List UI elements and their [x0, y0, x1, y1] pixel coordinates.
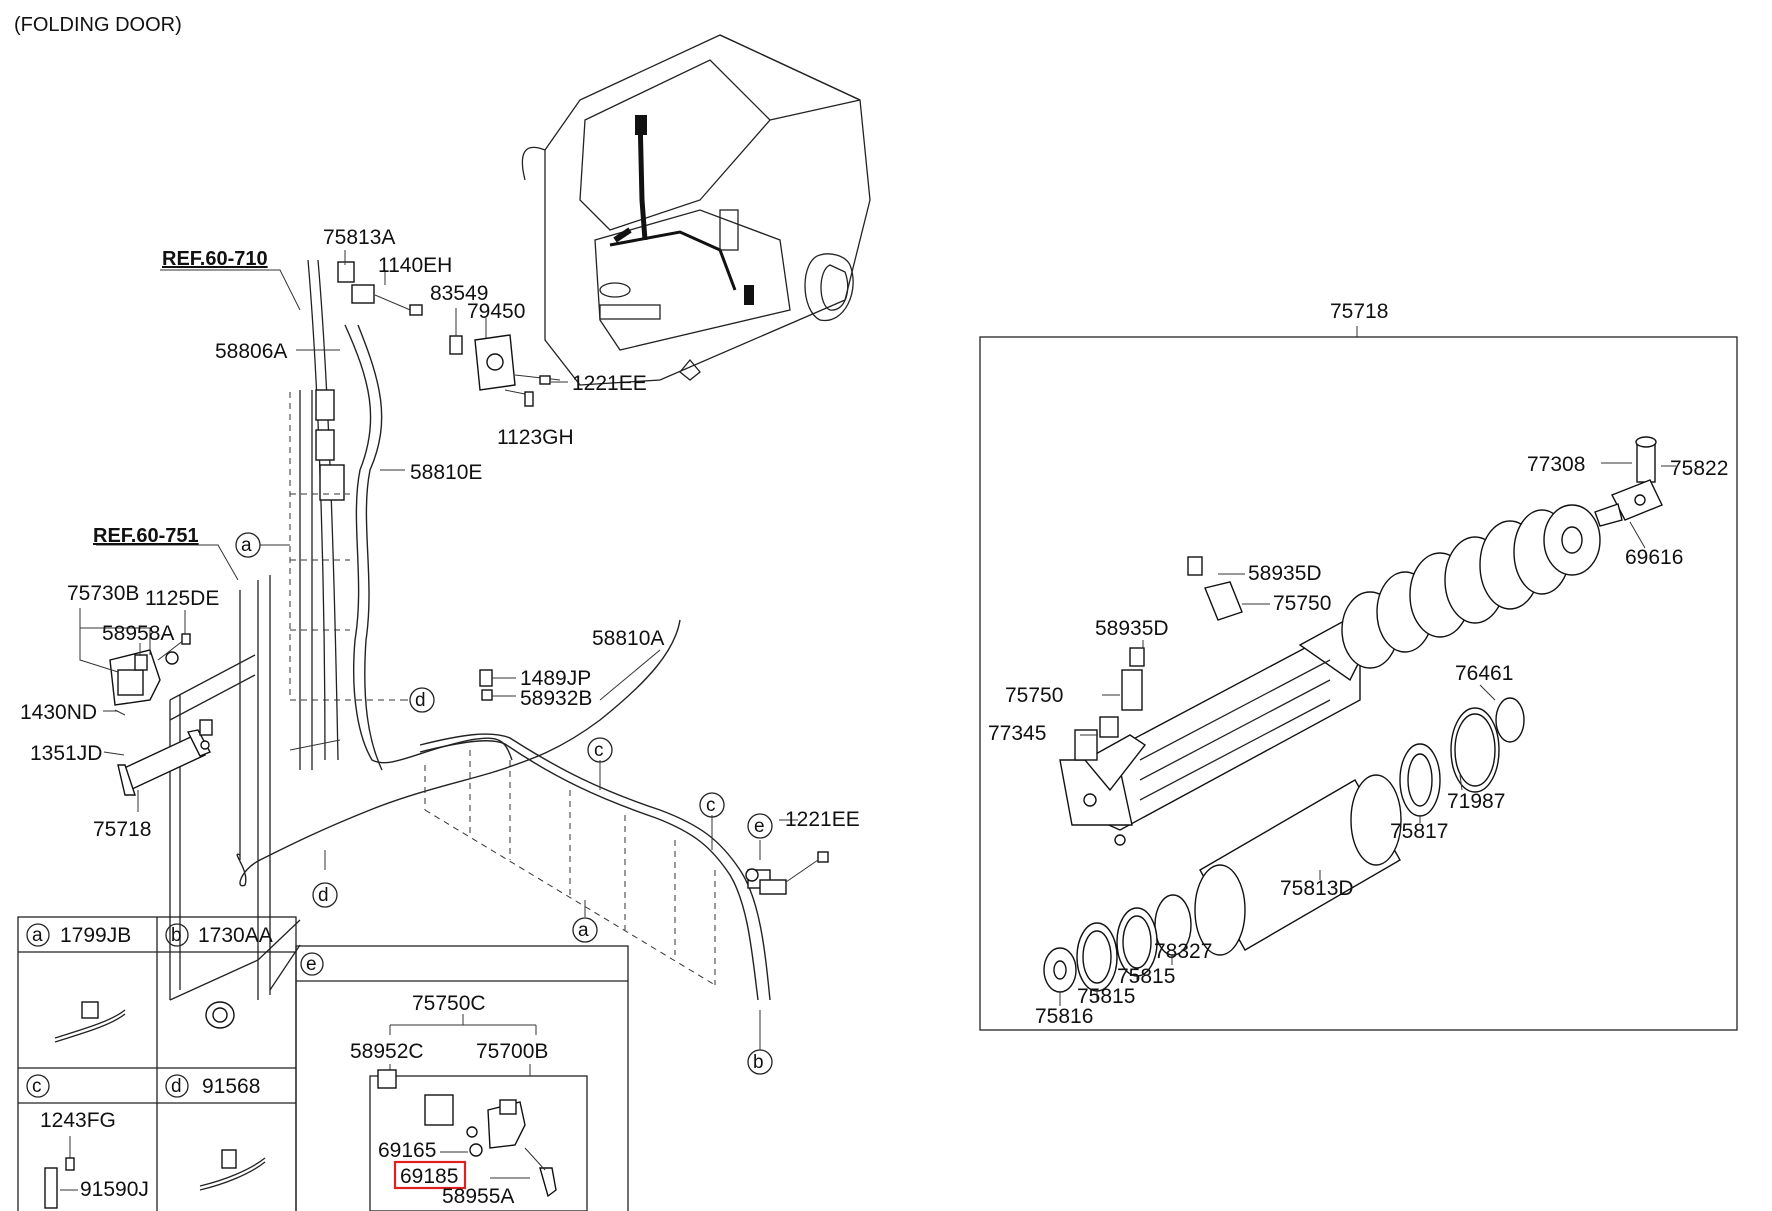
highlight-box-69185: [393, 1160, 467, 1190]
part-label-75817: 75817: [1390, 820, 1448, 843]
part-label-1221EE-mid: 1221EE: [785, 808, 860, 831]
detail-e-letter: e: [306, 954, 317, 975]
svg-text:c: c: [594, 740, 604, 761]
bellows-boot: [1341, 509, 1571, 669]
part-label-75718-box: 75718: [1330, 300, 1388, 323]
part-label-75815-a: 75815: [1117, 965, 1175, 988]
hose-main-bottom: [419, 733, 771, 1001]
part-label-76461: 76461: [1455, 662, 1513, 685]
part-label-69616: 69616: [1625, 546, 1683, 569]
callout-a-bottom: a: [572, 917, 598, 943]
callout-e-valve: e: [747, 813, 773, 839]
part-label-1123GH: 1123GH: [497, 426, 574, 449]
hose-58810A: [236, 619, 681, 887]
detail-part-69165: 69165: [378, 1139, 436, 1162]
part-label-58935D-b: 58935D: [1095, 617, 1169, 640]
part-label-75730B: 75730B: [67, 582, 139, 605]
part-label-1125DE: 1125DE: [145, 587, 219, 610]
legend-c-part1: 1243FG: [40, 1109, 116, 1132]
diagram-title: (FOLDING DOOR): [14, 14, 182, 36]
leader-lines: [79, 250, 798, 1050]
part-label-58806A: 58806A: [215, 340, 287, 363]
part-label-75750-a: 75750: [1273, 592, 1331, 615]
svg-text:a: a: [578, 920, 589, 941]
callout-a-pillar: a: [235, 532, 261, 558]
legend-d-part: 91568: [202, 1075, 260, 1098]
part-label-1140EH: 1140EH: [378, 254, 452, 277]
callout-b-bottom: b: [747, 1049, 773, 1075]
callout-c-1: c: [587, 737, 613, 763]
part-label-58810E: 58810E: [410, 461, 482, 484]
part-label-58935D-a: 58935D: [1248, 562, 1322, 585]
part-label-71987: 71987: [1447, 790, 1505, 813]
fitting-1489JP: [479, 669, 493, 687]
bus-illustration: [521, 34, 871, 386]
svg-text:e: e: [754, 816, 765, 837]
detail-part-58955A: 58955A: [442, 1185, 514, 1208]
svg-text:b: b: [753, 1052, 764, 1073]
legend-table: a 1799JB b 1730AA c 1243FG 91590J d 9156…: [17, 916, 297, 1211]
part-label-75816: 75816: [1035, 1005, 1093, 1028]
callout-d-bottom: d: [312, 882, 338, 908]
part-label-75750-b: 75750: [1005, 684, 1063, 707]
part-label-75822: 75822: [1670, 457, 1728, 480]
part-label-58958A: 58958A: [102, 622, 174, 645]
svg-text:a: a: [241, 535, 252, 556]
part-label-75718-left: 75718: [93, 818, 151, 841]
hose-clip-guides: [424, 750, 716, 986]
part-label-78327: 78327: [1154, 940, 1212, 963]
part-label-1221EE-top: 1221EE: [572, 372, 647, 395]
ref-60-751: REF.60-751: [93, 525, 199, 547]
door-pillar-assembly: [169, 259, 561, 1001]
svg-text:d: d: [415, 690, 426, 711]
part-label-75813D: 75813D: [1280, 877, 1354, 900]
callout-d-pillar: d: [409, 687, 435, 713]
part-label-75813A: 75813A: [323, 226, 395, 249]
part-label-58932B: 58932B: [520, 687, 592, 710]
legend-c-part2: 91590J: [80, 1178, 149, 1201]
part-label-1489JP: 1489JP: [520, 667, 591, 690]
part-label-58810A: 58810A: [592, 627, 664, 650]
ref-60-710: REF.60-710: [162, 248, 268, 270]
detail-part-75750C: 75750C: [412, 992, 486, 1015]
legend-c-letter: c: [32, 1076, 42, 1097]
part-label-77308: 77308: [1527, 453, 1585, 476]
part-label-83549: 83549: [430, 282, 488, 305]
part-label-75815-b: 75815: [1077, 985, 1135, 1008]
legend-d-letter: d: [171, 1076, 182, 1097]
cylinder-75718-left: [117, 719, 213, 796]
svg-text:c: c: [706, 795, 716, 816]
legend-a-part: 1799JB: [60, 924, 131, 947]
detail-part-58952C: 58952C: [350, 1040, 424, 1063]
detail-part-69185: 69185: [400, 1165, 458, 1188]
part-label-79450: 79450: [467, 300, 525, 323]
legend-b-letter: b: [171, 925, 182, 946]
part-label-1430ND: 1430ND: [20, 701, 97, 724]
detail-75718-box: [979, 326, 1738, 1031]
hose-58810E: [344, 324, 513, 764]
valve-75730B: [109, 633, 191, 716]
hose-58806A: [357, 324, 383, 771]
detail-e-box: e 75750C 58952C 75700B 69165 69185 58955…: [295, 945, 629, 1211]
part-label-77345: 77345: [988, 722, 1046, 745]
legend-b-part: 1730AA: [198, 924, 273, 947]
legend-a-letter: a: [32, 925, 43, 946]
svg-text:d: d: [318, 885, 329, 906]
part-label-1351JD: 1351JD: [30, 742, 102, 765]
valve-e: [745, 851, 829, 895]
callout-c-2: c: [699, 792, 725, 818]
fitting-58932B: [481, 689, 493, 701]
detail-part-75700B: 75700B: [476, 1040, 548, 1063]
